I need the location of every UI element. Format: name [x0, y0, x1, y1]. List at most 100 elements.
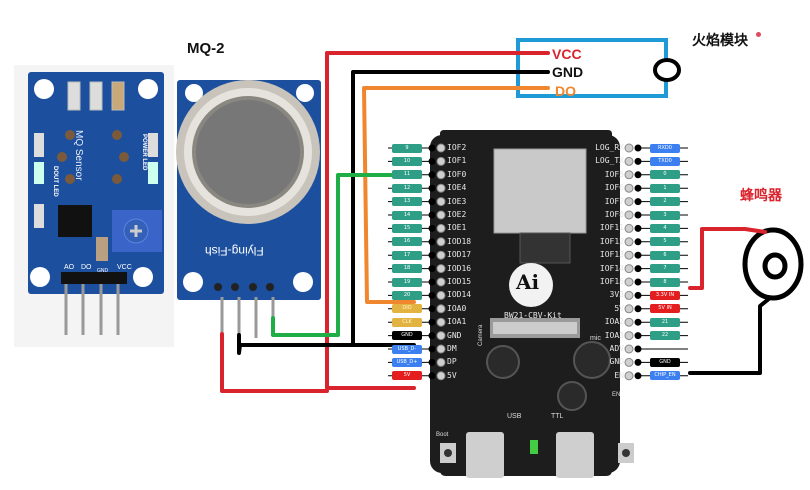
right-pin-tag: 2 — [650, 197, 680, 207]
board-name: BW21-CBV-Kit — [504, 311, 562, 320]
bw21-cbv-kit-board — [430, 130, 634, 478]
pin-pad — [624, 183, 634, 193]
left-pin-tag: 9 — [392, 143, 422, 153]
right-pin-tag: 7 — [650, 264, 680, 274]
pin-dot — [428, 144, 436, 152]
mq-pin-gnd: GND — [97, 268, 109, 274]
right-pin-tag: 3 — [650, 210, 680, 220]
pin-dot — [634, 171, 642, 179]
right-pin-name: EN — [614, 370, 624, 380]
pin-pad — [624, 357, 634, 367]
pin-dot — [634, 278, 642, 286]
mq2-title: MQ-2 — [187, 40, 225, 57]
right-pin-tag: 5 — [650, 237, 680, 247]
wire-buzzer-signal — [688, 227, 767, 290]
left-pin-tag: 17 — [392, 250, 422, 260]
left-pin-name: IOE3 — [447, 196, 467, 206]
pin-dot — [634, 144, 642, 152]
left-pin-name: IOF2 — [447, 143, 467, 152]
mic-label: mic — [590, 335, 601, 342]
right-pin-name: IOF13 — [599, 250, 624, 260]
pin-dot — [634, 291, 642, 299]
right-pin-name: 5V — [614, 303, 624, 313]
pin-dot — [634, 332, 642, 340]
pin-pad — [436, 290, 446, 300]
pin-pad — [436, 344, 446, 354]
pin-dot — [428, 318, 436, 326]
right-pin-tag: 3.3V IN — [650, 290, 680, 300]
mq-pin-ao: AO — [64, 264, 75, 271]
right-pin-name: IOF15 — [599, 277, 624, 286]
left-pin-name: IOD18 — [447, 236, 472, 246]
ttl-label: TTL — [551, 413, 564, 420]
dout-led-label: DOUT LED — [52, 166, 58, 197]
pin-dot — [634, 184, 642, 192]
right-pin-name: IOF14 — [599, 263, 624, 273]
buzzer-icon — [742, 227, 804, 301]
right-pin-name: IOF6 — [604, 183, 624, 193]
pin-pad — [436, 183, 446, 193]
wire-vcc-flame — [325, 51, 550, 390]
mq-sensor-text: MQ Sensor — [73, 130, 84, 181]
pin-pad — [624, 290, 634, 300]
pin-pad — [624, 223, 634, 233]
left-pin-tag: 11 — [392, 170, 422, 180]
pin-pad — [624, 317, 634, 327]
pin-dot — [634, 305, 642, 313]
pin-dot — [428, 265, 436, 273]
right-pin-tag: GND — [650, 357, 680, 367]
right-pin-name: LOG_RX — [595, 143, 624, 152]
pin-pad — [624, 277, 634, 287]
right-pin-name: IOF12 — [599, 236, 624, 246]
left-pin-tag: USB_D- — [392, 344, 422, 354]
en-label: EN — [612, 392, 621, 398]
pin-pad — [624, 156, 634, 166]
pin-pad — [436, 237, 446, 247]
pin-pad — [436, 223, 446, 233]
pin-pad — [436, 156, 446, 166]
pin-dot — [428, 291, 436, 299]
left-pin-name: IOA1 — [447, 317, 467, 327]
left-pin-tag: 13 — [392, 197, 422, 207]
left-pin-tag: 18 — [392, 264, 422, 274]
right-pin-tag: 5V IN — [650, 304, 680, 314]
pin-pad — [624, 371, 634, 381]
right-pin-name: ADV — [609, 344, 624, 353]
left-pin-tag: 12 — [392, 183, 422, 193]
pin-dot — [428, 251, 436, 259]
left-pin-tag: 10 — [392, 156, 422, 166]
pin-dot — [428, 211, 436, 219]
pin-dot — [428, 278, 436, 286]
pin-pad — [436, 371, 446, 381]
pin-dot — [634, 358, 642, 366]
right-pin-tag: CHIP_EN — [650, 371, 680, 381]
buzzer-title: 蜂鸣器 — [740, 188, 782, 204]
pin-dot — [634, 224, 642, 232]
mq-sensor-board-back — [14, 65, 174, 347]
right-pin-tag: 0 — [650, 170, 680, 180]
wires — [220, 51, 772, 393]
pin-pad — [436, 250, 446, 260]
left-pin-tag: CLK — [392, 317, 422, 327]
power-led-label: POWER LED — [141, 134, 147, 171]
pin-dot — [428, 224, 436, 232]
pin-dot — [428, 184, 436, 192]
pin-dot — [634, 198, 642, 206]
pin-pad — [624, 197, 634, 207]
wire-vcc-mq2 — [220, 332, 329, 393]
pin-dot — [634, 345, 642, 353]
pin-dot — [634, 372, 642, 380]
left-pin-name: IOE1 — [447, 223, 467, 233]
left-pin-tag: GND — [392, 331, 422, 341]
wire-do-mq2 — [271, 173, 416, 337]
pin-pad — [624, 143, 634, 153]
left-pin-name: IOD15 — [447, 277, 472, 286]
mq-pin-do: DO — [81, 264, 92, 271]
pin-pad — [624, 250, 634, 260]
flame-pin-do: DO — [555, 83, 576, 99]
pin-dot — [428, 372, 436, 380]
right-pin-name: IOA2 — [604, 317, 624, 327]
boot-label: Boot — [436, 432, 449, 438]
pin-pad — [436, 143, 446, 153]
